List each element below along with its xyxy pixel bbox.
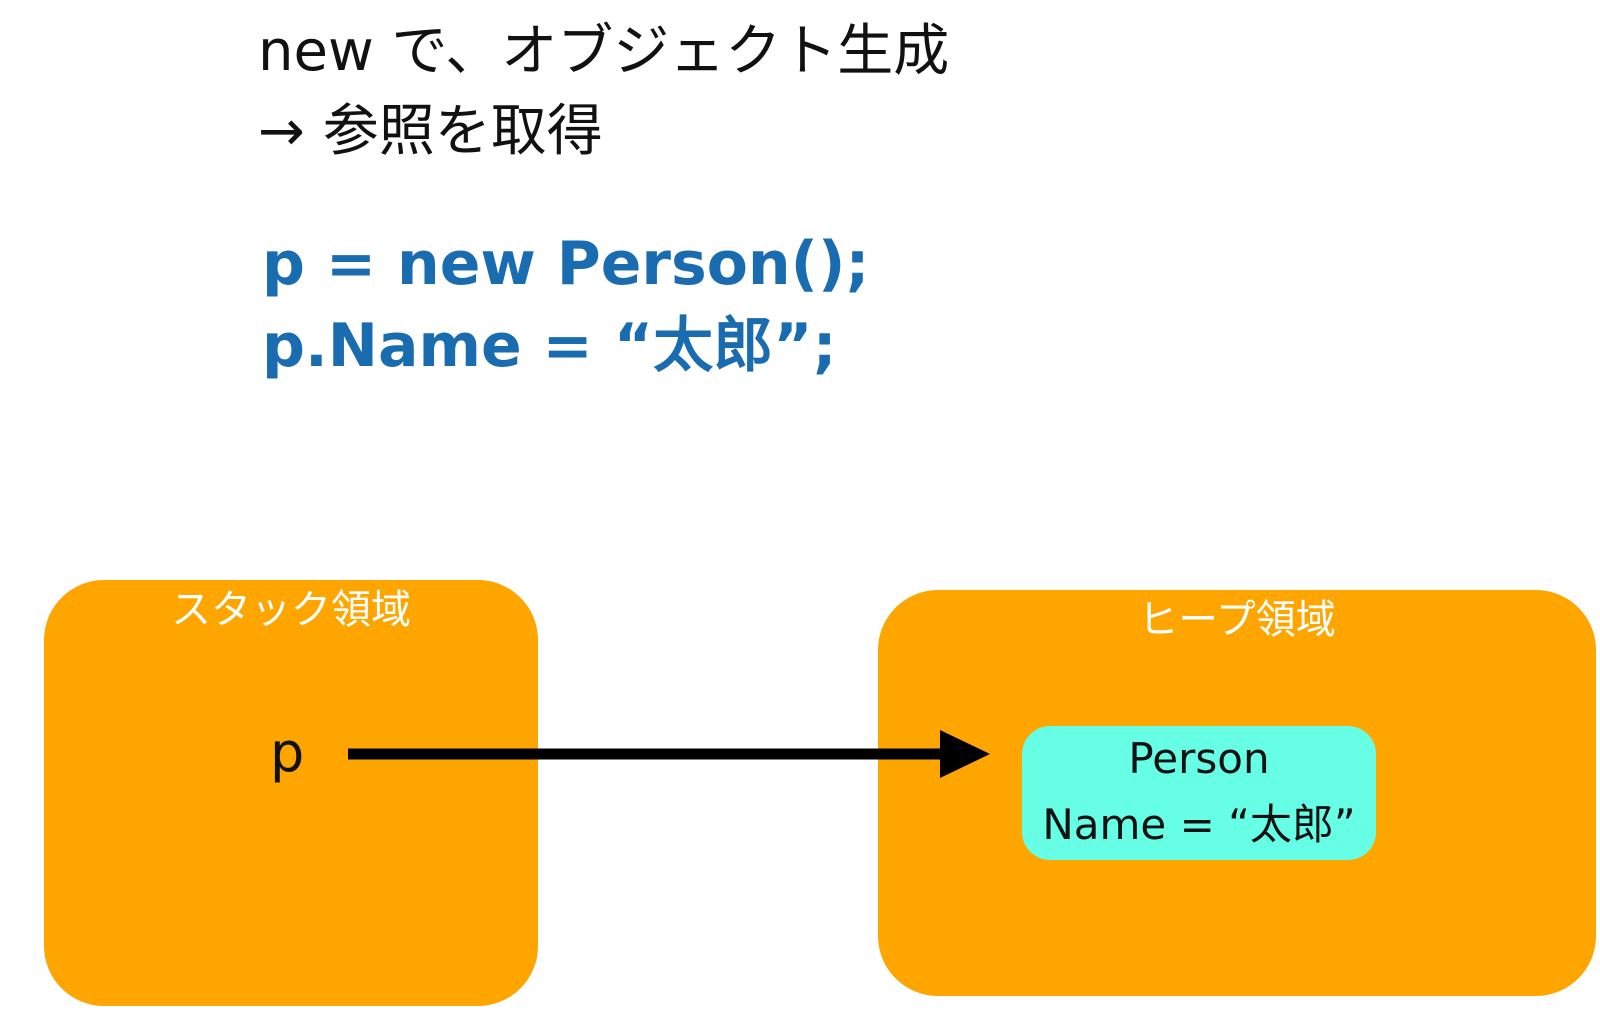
code-line-1: p = new Person(); [262,229,870,299]
code-line-2: p.Name = “太郎”; [262,311,837,381]
stack-variable-p: p [270,721,305,784]
stack-region: スタック領域 [44,580,538,1006]
person-name-field: Name = “太郎” [1042,800,1356,849]
reference-arrow-head [940,730,990,778]
heap-region-label: ヒープ領域 [1138,597,1336,643]
heading-line-1: new で、オブジェクト生成 [258,19,950,84]
person-class-name: Person [1128,734,1270,783]
stack-region-label: スタック領域 [171,587,411,633]
heading-line-2: → 参照を取得 [258,99,603,164]
person-object: Person Name = “太郎” [1022,726,1376,860]
